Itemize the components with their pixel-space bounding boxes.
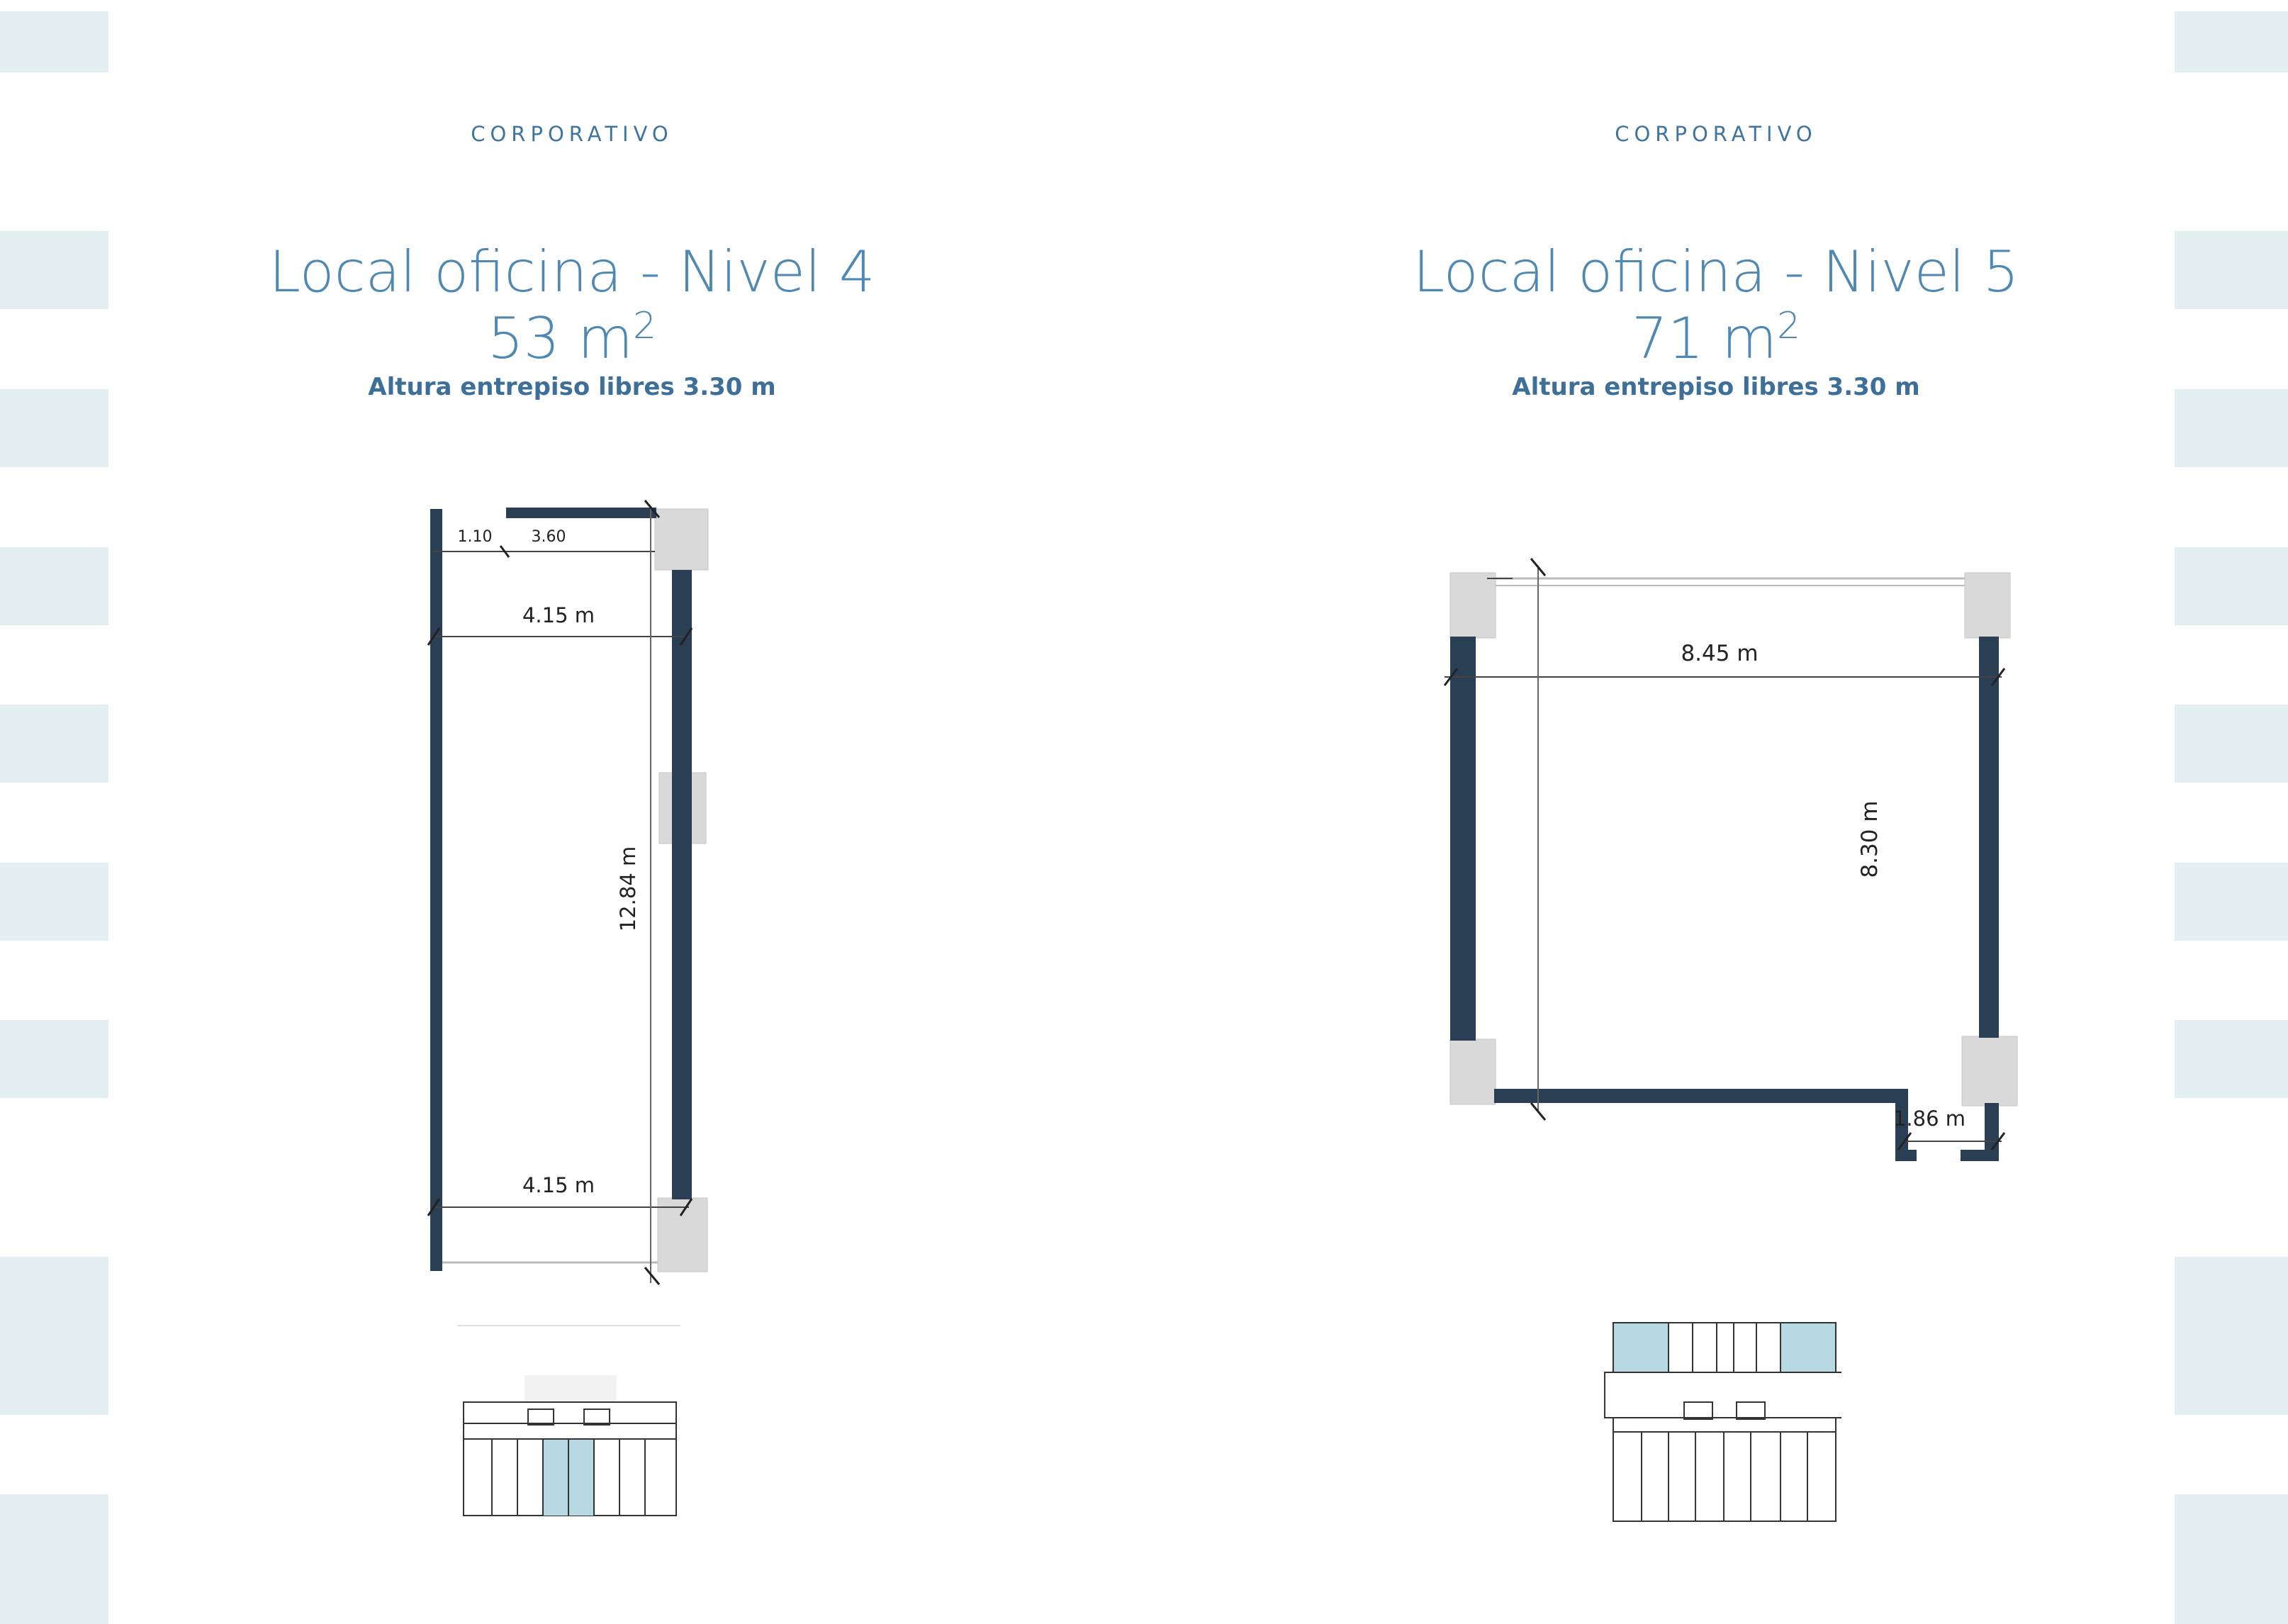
ceiling-height: Altura entrepiso libres 3.30 m	[1512, 373, 1920, 401]
dimension-label: 4.15 m	[522, 1173, 595, 1197]
edge-block	[2175, 1494, 2288, 1624]
dimension-label: 12.84 m	[616, 846, 640, 932]
highlight-unit	[1613, 1323, 1669, 1372]
wall-left	[430, 509, 442, 1271]
dimension-label: 3.60	[532, 528, 566, 546]
edge-block	[0, 1494, 108, 1624]
edge-block	[2175, 11, 2288, 72]
area-label: 71 m2	[1144, 308, 2288, 367]
section-label: CORPORATIVO	[471, 122, 673, 146]
edge-block	[2175, 1020, 2288, 1098]
highlight-unit	[1781, 1323, 1836, 1372]
column	[1961, 1036, 2018, 1107]
edge-block	[0, 1020, 108, 1098]
edge-block	[0, 1257, 108, 1415]
dimension-label: 8.30 m	[1857, 800, 1883, 878]
section-label: CORPORATIVO	[1615, 122, 1817, 146]
page-title: Local oficina - Nivel 4	[269, 239, 875, 305]
wall-right	[1979, 637, 1999, 1038]
wall-stub	[1895, 1150, 1917, 1161]
edge-block	[0, 11, 108, 72]
ceiling-height: Altura entrepiso libres 3.30 m	[368, 373, 776, 401]
column	[1449, 572, 1496, 639]
wall-stub	[1961, 1150, 1999, 1161]
wall-bottom	[1494, 1089, 1907, 1103]
key-plan-nivel-4	[457, 1325, 680, 1516]
floor-plan-nivel-5: 8.45 m 8.30 m 1.86 m	[1443, 558, 2018, 1161]
edge-block	[2175, 389, 2288, 467]
page-title: Local oficina - Nivel 5	[1413, 239, 2019, 305]
edge-block	[0, 231, 108, 309]
wall-top	[506, 508, 656, 518]
dimension-label: 4.15 m	[522, 603, 595, 627]
edge-block	[2175, 547, 2288, 625]
wall-right	[672, 570, 692, 1199]
column	[657, 1197, 708, 1272]
area-value: 71 m	[1631, 306, 1778, 371]
dimension-label: 8.45 m	[1681, 641, 1758, 666]
edge-block	[2175, 231, 2288, 309]
edge-block	[0, 863, 108, 941]
edge-block	[0, 705, 108, 783]
key-plan-nivel-5	[1604, 1322, 1841, 1522]
floor-plan-nivel-4: 1.10 3.60 4.15 m 4.15 m 12.84 m	[427, 500, 709, 1285]
column	[1449, 1038, 1496, 1105]
edge-block	[2175, 1257, 2288, 1415]
edge-block	[0, 547, 108, 625]
area-value: 53 m	[487, 306, 634, 371]
edge-block	[2175, 705, 2288, 783]
area-exponent: 2	[633, 305, 657, 347]
column	[654, 508, 709, 571]
area-exponent: 2	[1777, 305, 1801, 347]
edge-block	[2175, 863, 2288, 941]
column	[1964, 572, 2011, 639]
wall-left	[1450, 637, 1476, 1041]
page-nivel-5: CORPORATIVO Local oficina - Nivel 5 71 m…	[1144, 0, 2288, 1624]
edge-block	[0, 389, 108, 467]
dimension-label: 1.10	[458, 528, 493, 546]
page-nivel-4: CORPORATIVO Local oficina - Nivel 4 53 m…	[0, 122, 1144, 1516]
area-label: 53 m2	[0, 308, 1144, 367]
dimension-label: 1.86 m	[1893, 1107, 1965, 1131]
